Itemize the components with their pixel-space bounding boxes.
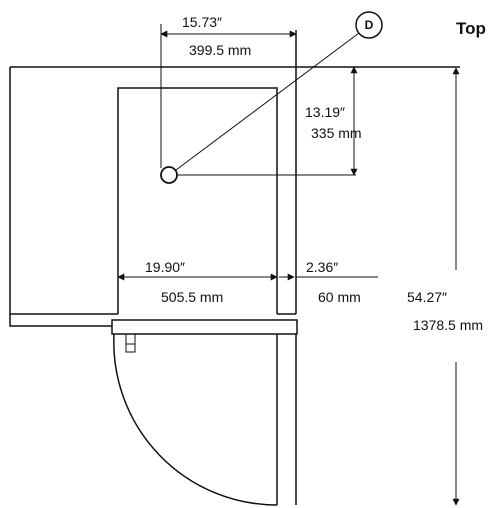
dim-door-open-depth-in: 54.27″: [407, 289, 447, 305]
dim-cabinet-width: 19.90″ 505.5 mm: [117, 259, 278, 305]
callout-d: D: [175, 11, 383, 171]
dim-pipe-from-left-in: 15.73″: [182, 14, 222, 30]
dim-pipe-from-back-in: 13.19″: [305, 104, 345, 120]
door-panel: [111, 319, 298, 506]
dim-side-clearance-in: 2.36″: [306, 259, 338, 275]
cabinet-body: [117, 30, 297, 315]
dim-pipe-from-back-mm: 335 mm: [311, 125, 362, 141]
dim-pipe-from-left-mm: 399.5 mm: [189, 42, 251, 58]
dim-pipe-from-back: 13.19″ 335 mm: [177, 66, 362, 176]
counter-outline: [9, 66, 460, 327]
door-hinge: [125, 333, 136, 353]
dim-pipe-from-left: 15.73″ 399.5 mm: [160, 14, 297, 168]
view-title: Top: [456, 19, 486, 38]
dim-side-clearance-mm: 60 mm: [318, 289, 361, 305]
door-swing-arc: [113, 333, 278, 506]
dim-door-open-depth: 54.27″ 1378.5 mm: [407, 67, 483, 506]
dim-door-open-depth-mm: 1378.5 mm: [413, 317, 483, 333]
dim-cabinet-width-mm: 505.5 mm: [161, 289, 223, 305]
callout-label: D: [365, 18, 374, 32]
dim-cabinet-width-in: 19.90″: [145, 259, 185, 275]
connection-point-icon: [160, 166, 178, 184]
dim-side-clearance: 2.36″ 60 mm: [279, 259, 378, 305]
